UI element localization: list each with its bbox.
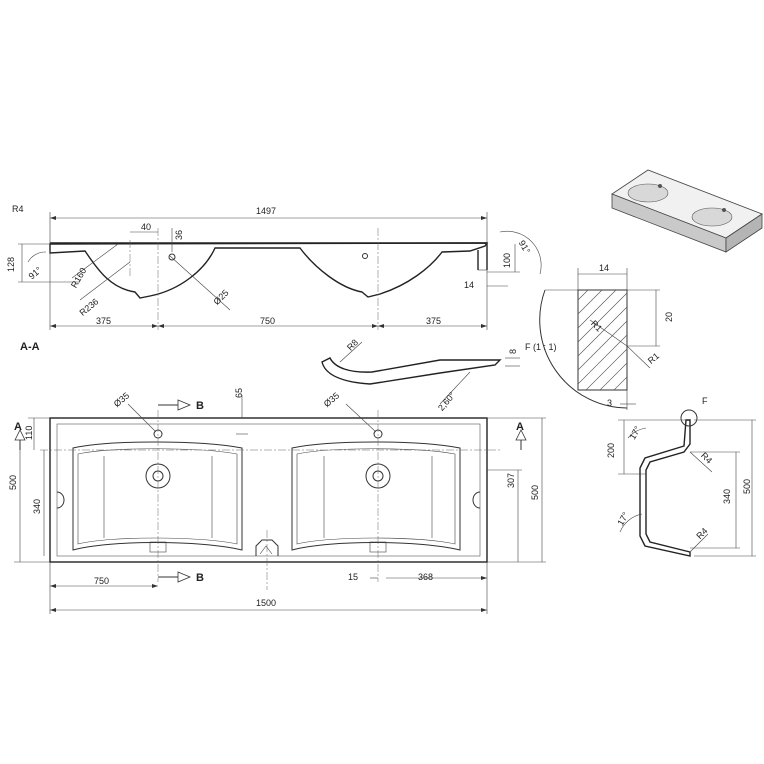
dim-128: 128 bbox=[6, 257, 16, 272]
detail-dim-3: 3 bbox=[607, 398, 612, 408]
dim-100: 100 bbox=[502, 253, 512, 268]
hatch-pattern bbox=[577, 289, 628, 391]
isometric-thumbnail bbox=[611, 169, 763, 253]
dim-1497: 1497 bbox=[256, 206, 276, 216]
plan-dim-500-right: 500 bbox=[530, 485, 540, 500]
section-mark-a-right: A bbox=[516, 421, 524, 433]
plan-dim-750: 750 bbox=[94, 576, 109, 586]
dim-r8: R8 bbox=[345, 337, 360, 352]
detail-f: 14 20 R1 R1 3 F (1 : 1) bbox=[525, 263, 674, 410]
dim-angle-91-right: 91° bbox=[517, 239, 533, 256]
dim-36: 36 bbox=[174, 230, 184, 240]
dim-8: 8 bbox=[508, 349, 518, 354]
dim-r160: R160 bbox=[69, 266, 88, 290]
section-mark-b-top: B bbox=[196, 400, 204, 412]
plan-dim-340: 340 bbox=[32, 499, 42, 514]
bb-dim-angle-17-bottom: 17° bbox=[615, 510, 631, 527]
dim-40: 40 bbox=[141, 222, 151, 232]
dim-14: 14 bbox=[464, 280, 474, 290]
dim-dia25: Ø25 bbox=[212, 288, 231, 307]
plan-dim-307: 307 bbox=[506, 473, 516, 488]
section-a-a: R4 1497 40 36 128 91° R160 R236 Ø25 100 … bbox=[6, 204, 542, 353]
detail-dim-20: 20 bbox=[664, 312, 674, 322]
dim-r4: R4 bbox=[12, 204, 24, 214]
dim-750: 750 bbox=[260, 316, 275, 326]
detail-dim-14: 14 bbox=[599, 263, 609, 273]
detail-dim-r1-outer: R1 bbox=[646, 351, 661, 366]
bb-dim-r4-bottom: R4 bbox=[694, 526, 709, 541]
bb-dim-500: 500 bbox=[742, 479, 752, 494]
plan-dim-15: 15 bbox=[348, 572, 358, 582]
plan-view: Ø35 Ø35 65 110 500 340 307 500 750 15 36… bbox=[8, 388, 546, 614]
plan-dim-dia35-right: Ø35 bbox=[322, 390, 341, 409]
detail-f-title: F (1 : 1) bbox=[525, 342, 557, 352]
bb-dim-angle-17-top: 17° bbox=[627, 424, 643, 441]
bb-dim-200: 200 bbox=[606, 443, 616, 458]
bb-dim-f-mark: F bbox=[702, 396, 708, 406]
bb-dim-340: 340 bbox=[722, 489, 732, 504]
section-mark-a-left: A bbox=[14, 421, 22, 433]
plan-dim-368: 368 bbox=[418, 572, 433, 582]
section-a-a-label: A-A bbox=[20, 341, 40, 353]
dim-angle-91-left: 91° bbox=[27, 265, 44, 282]
dim-375-right: 375 bbox=[426, 316, 441, 326]
section-mark-b-bottom: B bbox=[196, 572, 204, 584]
plan-dim-110: 110 bbox=[24, 426, 34, 440]
plan-dim-dia35-left: Ø35 bbox=[112, 390, 131, 409]
plan-dim-500-left: 500 bbox=[8, 475, 18, 490]
dim-375-left: 375 bbox=[96, 316, 111, 326]
section-b-profile: R8 8 2,60° bbox=[321, 337, 520, 413]
dim-angle-260: 2,60° bbox=[436, 390, 457, 413]
plan-dim-65: 65 bbox=[234, 388, 244, 398]
bb-dim-r4-top: R4 bbox=[699, 450, 714, 465]
plan-dim-1500: 1500 bbox=[256, 598, 276, 608]
section-b-b: F 17° 200 R4 340 500 17° R4 bbox=[606, 396, 756, 557]
